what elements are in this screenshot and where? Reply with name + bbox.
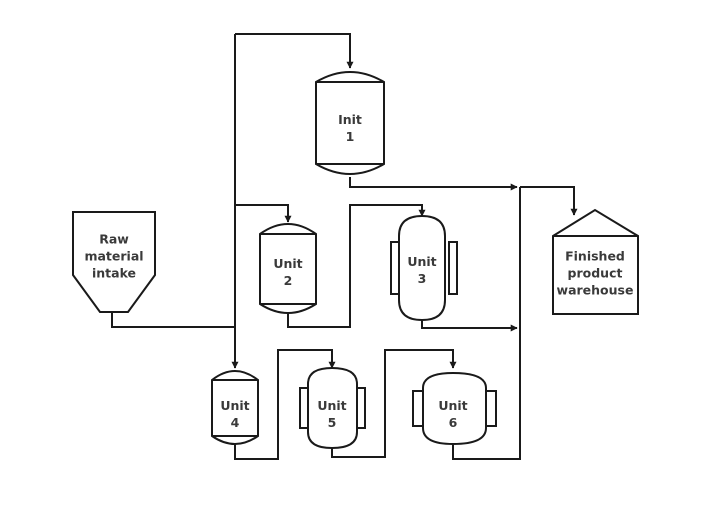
line-collector [452,187,521,460]
unit3-label-line1: Unit [407,254,437,269]
init1-label-line2: 1 [345,129,355,144]
unit5-tank [299,366,366,450]
unit4-label: Unit 4 [220,397,249,431]
unit3-label: Unit 3 [407,253,436,287]
line-top-to-init1 [235,33,354,69]
init1-label-line1: Init [338,112,362,127]
line-collector-to-warehouse [520,186,578,216]
init1-tank [315,71,385,175]
unit2-label-line2: 2 [283,273,293,288]
unit2-label-line1: Unit [273,256,303,271]
unit4-label-line1: Unit [220,398,250,413]
unit3-label-line2: 3 [417,271,427,286]
unit6-tank [412,371,497,446]
unit2-label: Unit 2 [273,255,302,289]
warehouse-label: Finished product warehouse [557,248,634,299]
unit4-tank [211,370,259,445]
unit5-label: Unit 5 [317,397,346,431]
unit4-label-line2: 4 [230,415,240,430]
raw-intake-label-line3: intake [91,265,137,281]
unit2-tank [259,223,317,314]
raw-intake-label-line2: material [84,248,144,264]
unit6-label-line1: Unit [438,398,468,413]
line-unit2-to-unit3 [287,204,426,328]
unit5-label-line2: 5 [327,415,337,430]
line-unit5-to-unit6 [331,349,457,458]
init1-label: Init 1 [338,111,362,145]
line-intake-to-trunk [111,312,235,328]
warehouse-label-line3: warehouse [556,282,634,298]
unit3-tank [390,214,458,322]
line-unit3-to-collector [421,318,518,332]
unit6-label-line2: 6 [448,415,458,430]
unit6-label: Unit 6 [438,397,467,431]
raw-intake-label-line1: Raw [99,231,129,247]
raw-intake-hopper [72,211,156,313]
unit5-label-line1: Unit [317,398,347,413]
line-branch-to-unit2 [235,204,292,223]
line-unit4-to-unit5 [234,349,336,460]
line-init1-to-collector [349,177,518,191]
warehouse-label-line2: product [567,265,623,281]
raw-intake-label: Raw material intake [84,231,143,282]
warehouse-label-line1: Finished [565,248,625,264]
